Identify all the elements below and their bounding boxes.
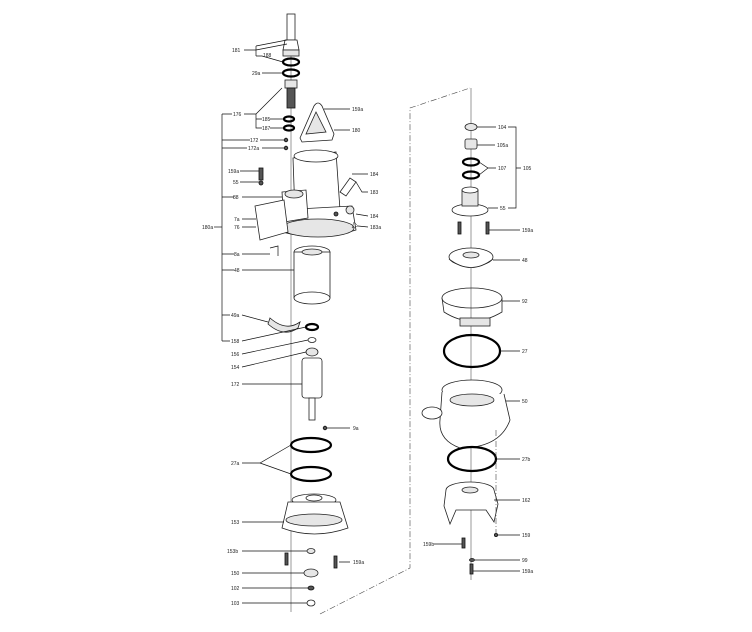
label-162: 162 [522,498,531,504]
label-27: 27 [522,349,528,355]
label-159a-handle: 159a [352,107,363,113]
left-leader-lines [214,39,369,604]
clip-49a [267,317,301,333]
seal-housing-153 [281,493,349,535]
label-158: 158 [231,339,240,345]
label-107: 107 [498,166,507,172]
label-159b: 159b [423,542,434,548]
oring-27b [446,445,498,473]
screw-159a-right-bottom [469,563,474,575]
label-183a: 183a [370,225,381,231]
label-187: 187 [262,126,271,132]
washer-156 [307,337,317,343]
ring-103 [306,599,316,607]
label-184: 184 [370,172,379,178]
clamp-ring-92 [441,287,503,327]
label-184b: 184 [370,214,379,220]
washer-55 [258,180,264,186]
screw-left [284,552,289,566]
seal-104 [464,123,478,131]
ring-102 [307,585,315,591]
label-55-right: 55 [500,206,506,212]
label-103: 103 [231,601,240,607]
oring-27a-lower [289,465,333,483]
label-176: 176 [233,112,242,118]
label-156: 156 [231,352,240,358]
label-105a: 105a [497,143,508,149]
label-88: 88 [233,195,239,201]
impeller-48 [448,247,494,268]
oring-27a-upper [289,436,333,454]
label-8a: 8a [234,252,240,258]
bearing-150 [303,568,319,578]
label-48-right: 48 [522,258,528,264]
washer-99 [469,558,475,562]
label-188: 188 [263,53,272,59]
label-105: 105 [523,166,532,172]
label-153: 153 [231,520,240,526]
label-48: 48 [234,268,240,274]
screw-159a-bottom [333,555,338,569]
seal-105a [464,138,478,150]
label-172-rotor: 172 [231,382,240,388]
label-92: 92 [522,299,528,305]
screw-172a [283,145,289,151]
cable-gland-176 [284,79,298,109]
label-159a-right-bottom: 159a [522,569,533,575]
washer-153b [306,548,316,554]
screw-159b [461,537,466,549]
bottom-stand-162 [443,481,499,526]
oring-187 [282,124,296,132]
label-159: 159 [522,533,531,539]
pump-volute-50 [421,379,511,449]
right-labels: 104 105a 107 105 55 159a 48 92 27 50 27b… [423,125,533,575]
seal-plate-55 [451,186,489,217]
cover-76 [254,199,289,241]
label-50: 50 [522,399,528,405]
label-99: 99 [522,558,528,564]
cable-entry-part-181 [282,13,300,57]
label-29a: 29a [252,71,261,77]
label-150: 150 [231,571,240,577]
label-27a: 27a [231,461,240,467]
label-185: 185 [262,117,271,123]
screw-159a-right-l [457,221,462,235]
oring-27 [442,333,502,369]
label-172a: 172a [248,146,259,152]
stator-48 [293,245,331,305]
screw-159a [258,167,264,181]
label-104: 104 [498,125,507,131]
rotor-172 [301,357,323,421]
label-183: 183 [370,190,379,196]
label-153b: 153b [227,549,238,555]
assembly-connector-line [319,87,471,615]
left-labels: 181 188 29a 176 185 187 172 172a 159a 55… [202,48,381,607]
label-49a: 49a [231,313,240,319]
key-9a [322,425,328,431]
label-76: 76 [234,225,240,231]
label-159a-bottom: 159a [353,560,364,566]
screw-172 [283,137,289,143]
label-159a-top: 159a [228,169,239,175]
bracket-8a [269,245,279,256]
handle-180 [299,102,335,143]
oring-158 [304,322,320,332]
label-180: 180 [352,128,361,134]
label-55-left: 55 [233,180,239,186]
bearing-154 [305,347,319,357]
oring-185 [282,115,296,123]
label-27b: 27b [522,457,531,463]
right-leader-lines [434,126,521,572]
label-159a-right: 159a [522,228,533,234]
label-7a: 7a [234,217,240,223]
label-102: 102 [231,586,240,592]
screw-159a-right-r [485,221,490,235]
label-172: 172 [250,138,259,144]
label-9a: 9a [353,426,359,432]
label-180a: 180a [202,225,213,231]
label-181: 181 [232,48,241,54]
label-154: 154 [231,365,240,371]
